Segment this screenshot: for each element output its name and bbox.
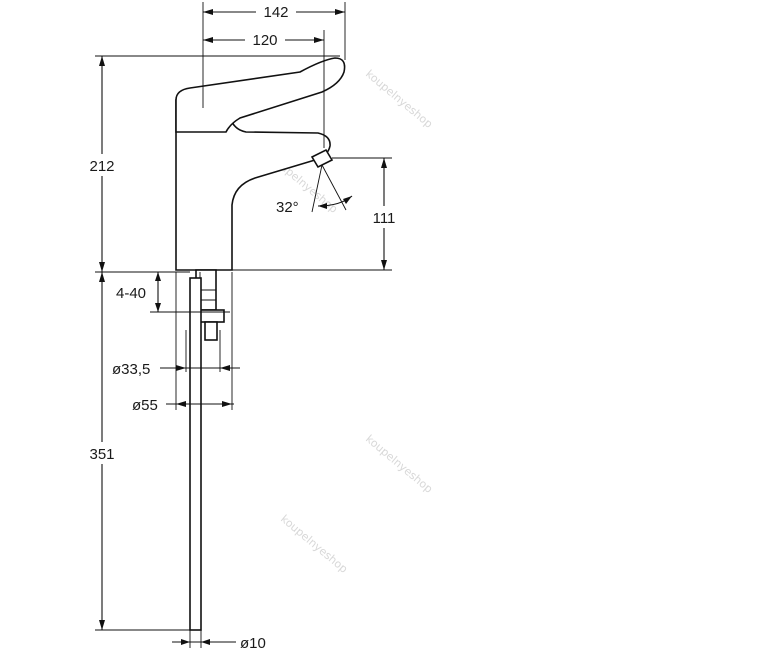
watermark-text: koupelnyeshop bbox=[363, 432, 435, 495]
dimension-label-55: ø55 bbox=[132, 397, 158, 414]
arrowhead bbox=[155, 272, 161, 281]
arrowhead bbox=[99, 620, 105, 630]
watermark-text: koupelnyeshop bbox=[278, 512, 350, 575]
label-background bbox=[82, 442, 122, 464]
label-background bbox=[245, 30, 285, 48]
top-dimensions: 142 120 bbox=[202, 2, 346, 148]
watermark-text: koupelnyeshop bbox=[363, 67, 435, 130]
spout-aerator bbox=[310, 148, 334, 169]
lever-handle bbox=[175, 57, 346, 133]
dimension-label-angle: 32° bbox=[276, 199, 299, 216]
label-background bbox=[366, 206, 402, 228]
faucet-body-outline bbox=[175, 99, 331, 271]
arrowhead bbox=[314, 37, 324, 43]
arrowhead bbox=[201, 639, 210, 645]
dimension-label-10: ø10 bbox=[240, 635, 266, 650]
arrowhead bbox=[155, 303, 161, 312]
arrowhead bbox=[99, 272, 105, 282]
arrowhead bbox=[335, 9, 345, 15]
faucet-body bbox=[175, 57, 346, 271]
dimension-label-212: 212 bbox=[89, 158, 114, 175]
fixing-bolt bbox=[204, 321, 218, 341]
arrowhead bbox=[181, 639, 190, 645]
deck-thickness-dimension: 4-40 bbox=[116, 272, 230, 313]
arrowhead bbox=[176, 401, 186, 407]
label-background bbox=[82, 154, 122, 176]
flexible-hose bbox=[189, 277, 202, 631]
arrowhead bbox=[381, 158, 387, 168]
arrowhead bbox=[343, 196, 352, 204]
arrowhead bbox=[381, 260, 387, 270]
arrowhead bbox=[176, 365, 186, 371]
dimension-label-33-5: ø33,5 bbox=[112, 361, 150, 378]
flexible-hose-tube bbox=[189, 277, 202, 631]
spout-angle-dimension: 32° bbox=[276, 164, 353, 216]
spout-height-dimension: 111 bbox=[232, 157, 402, 271]
dimension-label-351: 351 bbox=[89, 446, 114, 463]
dimension-label-142: 142 bbox=[263, 4, 288, 21]
diameter-dimensions: ø33,5 ø55 ø10 bbox=[112, 272, 266, 650]
dimension-label-120: 120 bbox=[252, 32, 277, 49]
arrowhead bbox=[99, 262, 105, 272]
arrowhead bbox=[318, 203, 327, 209]
arrowhead bbox=[203, 37, 213, 43]
dimension-label-4-40: 4-40 bbox=[116, 285, 146, 302]
arrowhead bbox=[220, 365, 230, 371]
label-background bbox=[256, 2, 296, 20]
angle-reference-line bbox=[311, 164, 323, 213]
arrowhead bbox=[222, 401, 232, 407]
left-dimensions: 212 351 bbox=[82, 55, 340, 631]
arrowhead bbox=[99, 56, 105, 66]
dimension-label-111: 111 bbox=[373, 210, 396, 227]
arrowhead bbox=[203, 9, 213, 15]
